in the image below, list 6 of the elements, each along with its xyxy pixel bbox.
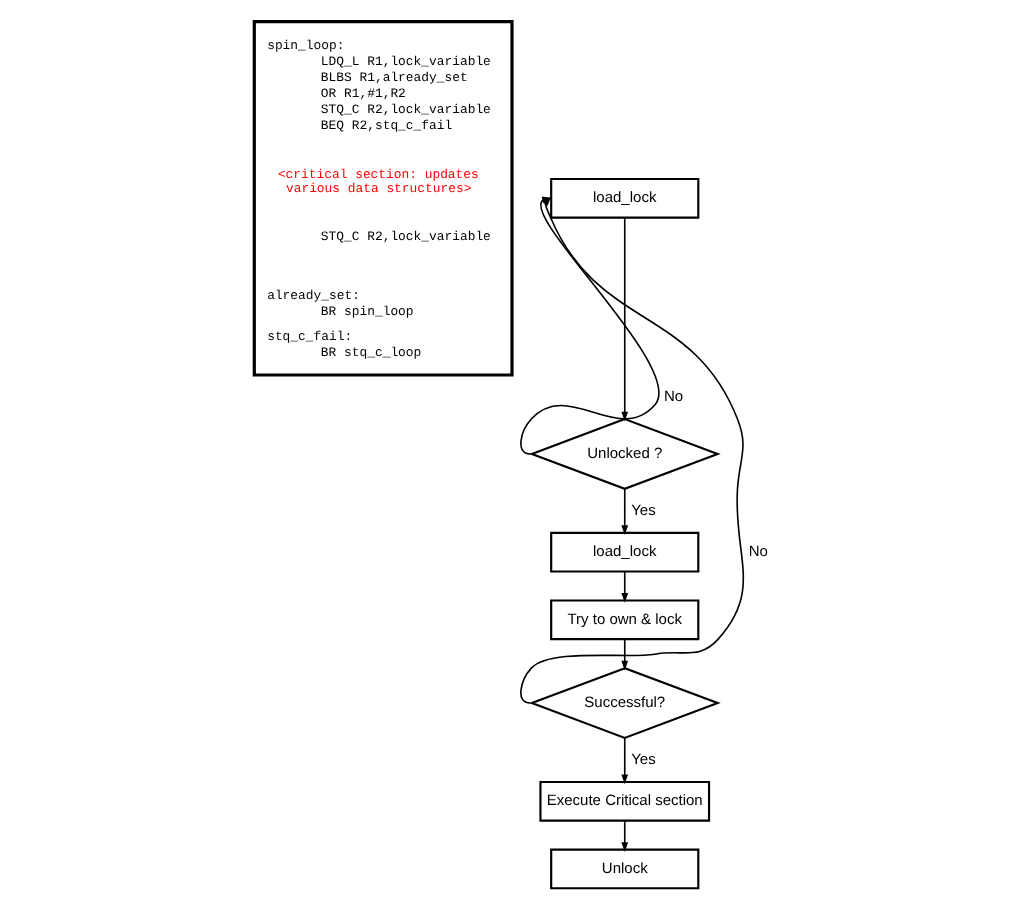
arrow bbox=[621, 571, 629, 603]
arrow bbox=[621, 488, 629, 536]
arrow bbox=[621, 217, 629, 422]
arrow bbox=[621, 638, 629, 671]
arrow bbox=[621, 820, 629, 852]
arrow bbox=[621, 737, 629, 785]
